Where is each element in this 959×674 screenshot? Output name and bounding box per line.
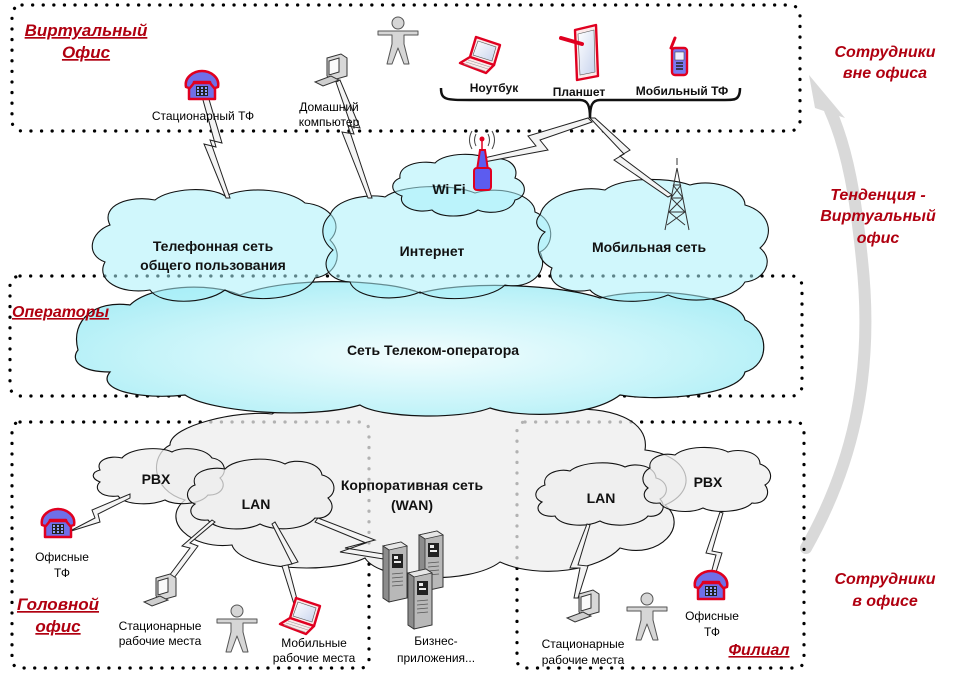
laptop-icon xyxy=(458,35,502,75)
zone-label-virtual-office: Виртуальный xyxy=(25,21,148,40)
label-home-pc-2: компьютер xyxy=(299,115,360,129)
server-icon-3 xyxy=(407,568,433,630)
label-branch-phones-2: ТФ xyxy=(704,625,720,639)
zone-label-head-office-2: офис xyxy=(35,617,81,636)
mobile-phone-icon xyxy=(669,36,689,77)
operators-zone xyxy=(8,274,804,398)
side-label-inside-2: в офисе xyxy=(852,593,918,610)
label-wifi: Wi Fi xyxy=(432,181,465,197)
side-label-trend-3: офис xyxy=(857,230,900,247)
side-label-trend-2: Виртуальный xyxy=(820,208,936,225)
label-head-lan: LAN xyxy=(242,496,271,512)
zone-label-virtual-office-2: Офис xyxy=(62,43,111,62)
label-head-workstations-2: рабочие места xyxy=(119,634,202,648)
label-branch-pbx: PBX xyxy=(694,474,723,490)
head-lan-cloud xyxy=(186,458,335,530)
label-home-pc: Домашний xyxy=(299,100,359,114)
wifi-access-point-icon xyxy=(469,130,495,191)
remote-person-icon xyxy=(377,16,419,65)
label-pstn: Телефонная сеть xyxy=(153,238,274,254)
branch-lan-cloud xyxy=(535,462,667,526)
label-head-phones-2: ТФ xyxy=(54,566,70,580)
landline-phone-icon xyxy=(184,69,220,101)
label-mobile-workstations-2: рабочие места xyxy=(273,651,356,665)
branch-person-icon xyxy=(626,592,668,641)
label-telecom: Сеть Телеком-оператора xyxy=(347,342,519,358)
head-office-zone xyxy=(10,420,371,670)
device-brace xyxy=(439,87,742,119)
label-wan: Корпоративная сеть xyxy=(341,477,484,493)
server-icon-1 xyxy=(382,541,408,603)
label-branch-workstations-2: рабочие места xyxy=(542,653,625,667)
side-label-trend: Тенденция - xyxy=(830,187,925,204)
branch-workstation-icon xyxy=(566,589,600,623)
cell-tower-icon xyxy=(664,158,690,231)
label-mobile: Мобильный ТФ xyxy=(636,84,728,98)
side-label-outside-2: вне офиса xyxy=(843,65,927,82)
label-pstn-2: общего пользования xyxy=(140,257,286,273)
label-head-pbx: PBX xyxy=(142,471,171,487)
label-mobile-workstations: Мобильные xyxy=(281,636,347,650)
head-workstation-icon xyxy=(143,573,177,607)
label-tablet: Планшет xyxy=(553,85,606,99)
home-computer-icon xyxy=(314,53,348,87)
label-branch-lan: LAN xyxy=(587,490,616,506)
label-landline: Стационарный ТФ xyxy=(152,109,254,123)
mobile-workstation-icon xyxy=(278,596,322,636)
tablet-icon xyxy=(559,23,600,82)
zone-label-branch: Филиал xyxy=(728,642,789,659)
label-branch-workstations: Стационарные xyxy=(542,637,625,651)
label-laptop: Ноутбук xyxy=(470,81,519,95)
zone-label-operators: Операторы xyxy=(12,304,109,321)
virtual-office-zone xyxy=(10,3,802,133)
label-internet: Интернет xyxy=(400,243,465,259)
label-wan-2: (WAN) xyxy=(391,497,433,513)
label-business-apps: Бизнес- xyxy=(414,634,457,648)
branch-pbx-cloud xyxy=(642,446,772,512)
label-branch-phones: Офисные xyxy=(685,609,739,623)
trend-arrow xyxy=(800,75,872,554)
label-head-workstations: Стационарные xyxy=(119,619,202,633)
label-head-phones: Офисные xyxy=(35,550,89,564)
branch-phone-icon xyxy=(693,569,729,601)
side-label-inside: Сотрудники xyxy=(834,571,935,588)
zone-label-head-office: Головной xyxy=(17,595,100,614)
head-office-phone-icon xyxy=(40,507,76,539)
label-mobile-network: Мобильная сеть xyxy=(592,239,707,255)
side-label-outside: Сотрудники xyxy=(834,44,935,61)
label-business-apps-2: приложения... xyxy=(397,651,475,665)
head-office-person-icon xyxy=(216,604,258,653)
